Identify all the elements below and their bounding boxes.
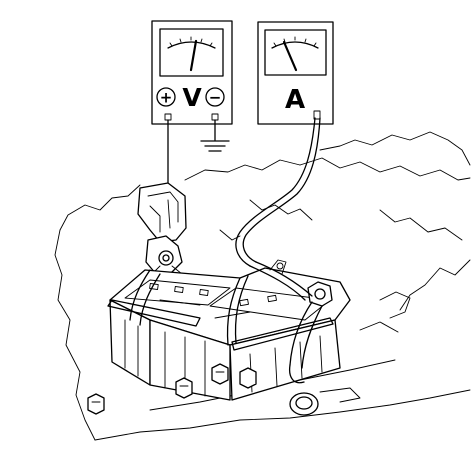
bolt-2 (175, 377, 193, 399)
bolt-4 (239, 367, 257, 389)
probe-handle (137, 182, 187, 243)
voltmeter-negative-terminal (205, 87, 225, 107)
voltmeter-body (151, 20, 233, 125)
ammeter-dial-window (264, 29, 327, 76)
ammeter-body (257, 21, 334, 125)
clamp-probe (137, 182, 187, 277)
ground-lead (200, 119, 230, 152)
ammeter: A (257, 21, 334, 125)
voltmeter-positive-symbol: + (160, 89, 173, 107)
voltmeter-negative-symbol: − (209, 89, 222, 107)
ammeter-unit-label: A (285, 85, 305, 115)
cable-bundle (226, 259, 313, 346)
voltmeter-needle (189, 39, 198, 72)
positive-cable (129, 269, 161, 326)
ammeter-lead (235, 117, 321, 267)
voltmeter: + V − (151, 20, 233, 125)
ammeter-needle (282, 40, 298, 72)
engine-bay-outline (54, 131, 471, 441)
voltmeter-positive-terminal (156, 87, 176, 107)
hardware (87, 291, 411, 416)
voltmeter-unit-label: V (182, 83, 202, 112)
bolt-3 (211, 363, 229, 385)
battery-front-right (229, 319, 341, 401)
negative-terminal-clamp (307, 281, 333, 307)
round-plug (289, 392, 319, 416)
voltmeter-scale-arc (167, 41, 216, 49)
negative-terminal (288, 281, 333, 384)
ammeter-scale-arc (271, 41, 319, 49)
voltmeter-dial-window (159, 28, 224, 77)
battery-front (149, 319, 231, 401)
bolt-1 (87, 393, 105, 415)
